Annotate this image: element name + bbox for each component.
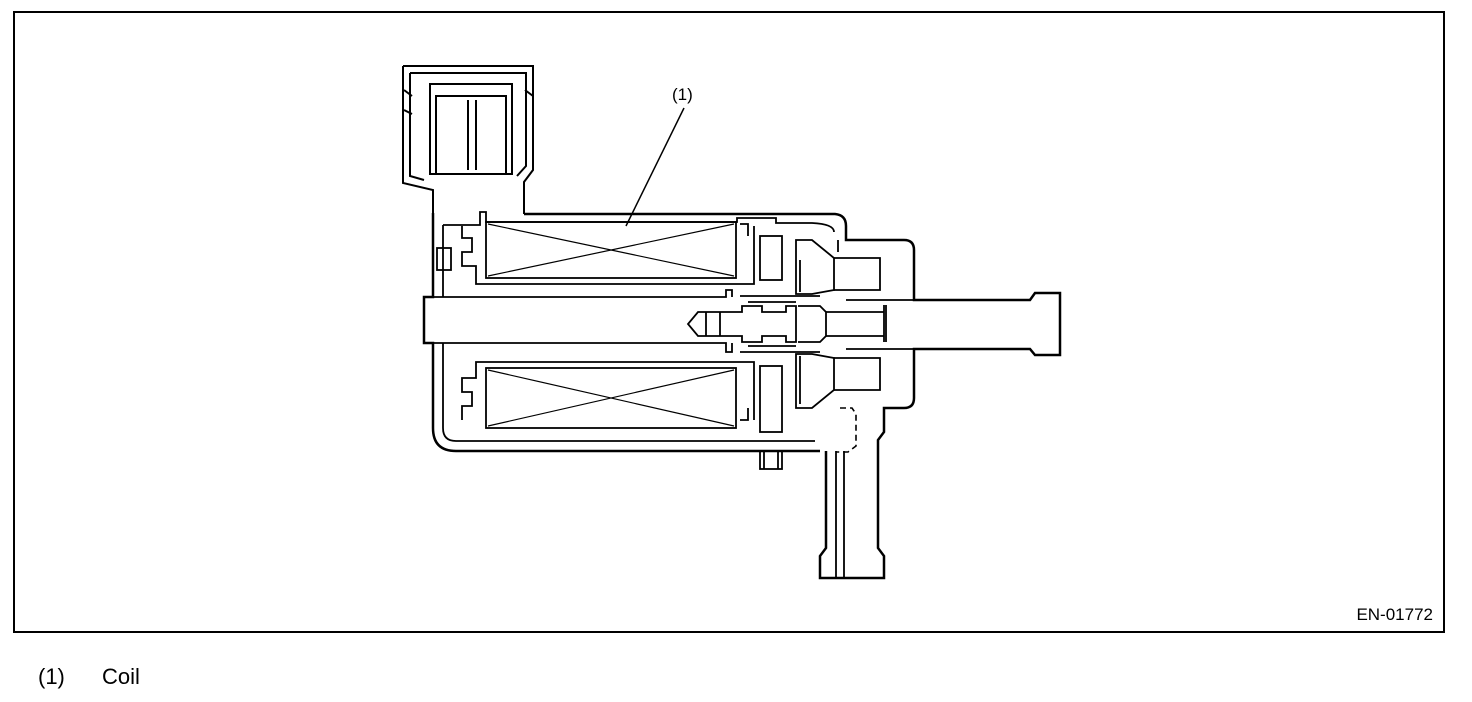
legend-row: (1) Coil: [38, 664, 140, 690]
legend-number: (1): [38, 664, 65, 689]
callout-label-1: (1): [672, 85, 693, 104]
figure-code: EN-01772: [1356, 605, 1433, 624]
coil-upper: [461, 221, 783, 285]
legend-text: Coil: [102, 664, 140, 689]
coil-lower: [461, 361, 783, 433]
internal-port: [836, 407, 857, 453]
figure-frame: EN-01772: [13, 11, 1445, 633]
plunger: [433, 289, 884, 353]
valve-body: [422, 212, 1062, 580]
valve-seat: [795, 239, 881, 409]
connector: [402, 65, 534, 214]
callout-leader: [625, 107, 685, 227]
